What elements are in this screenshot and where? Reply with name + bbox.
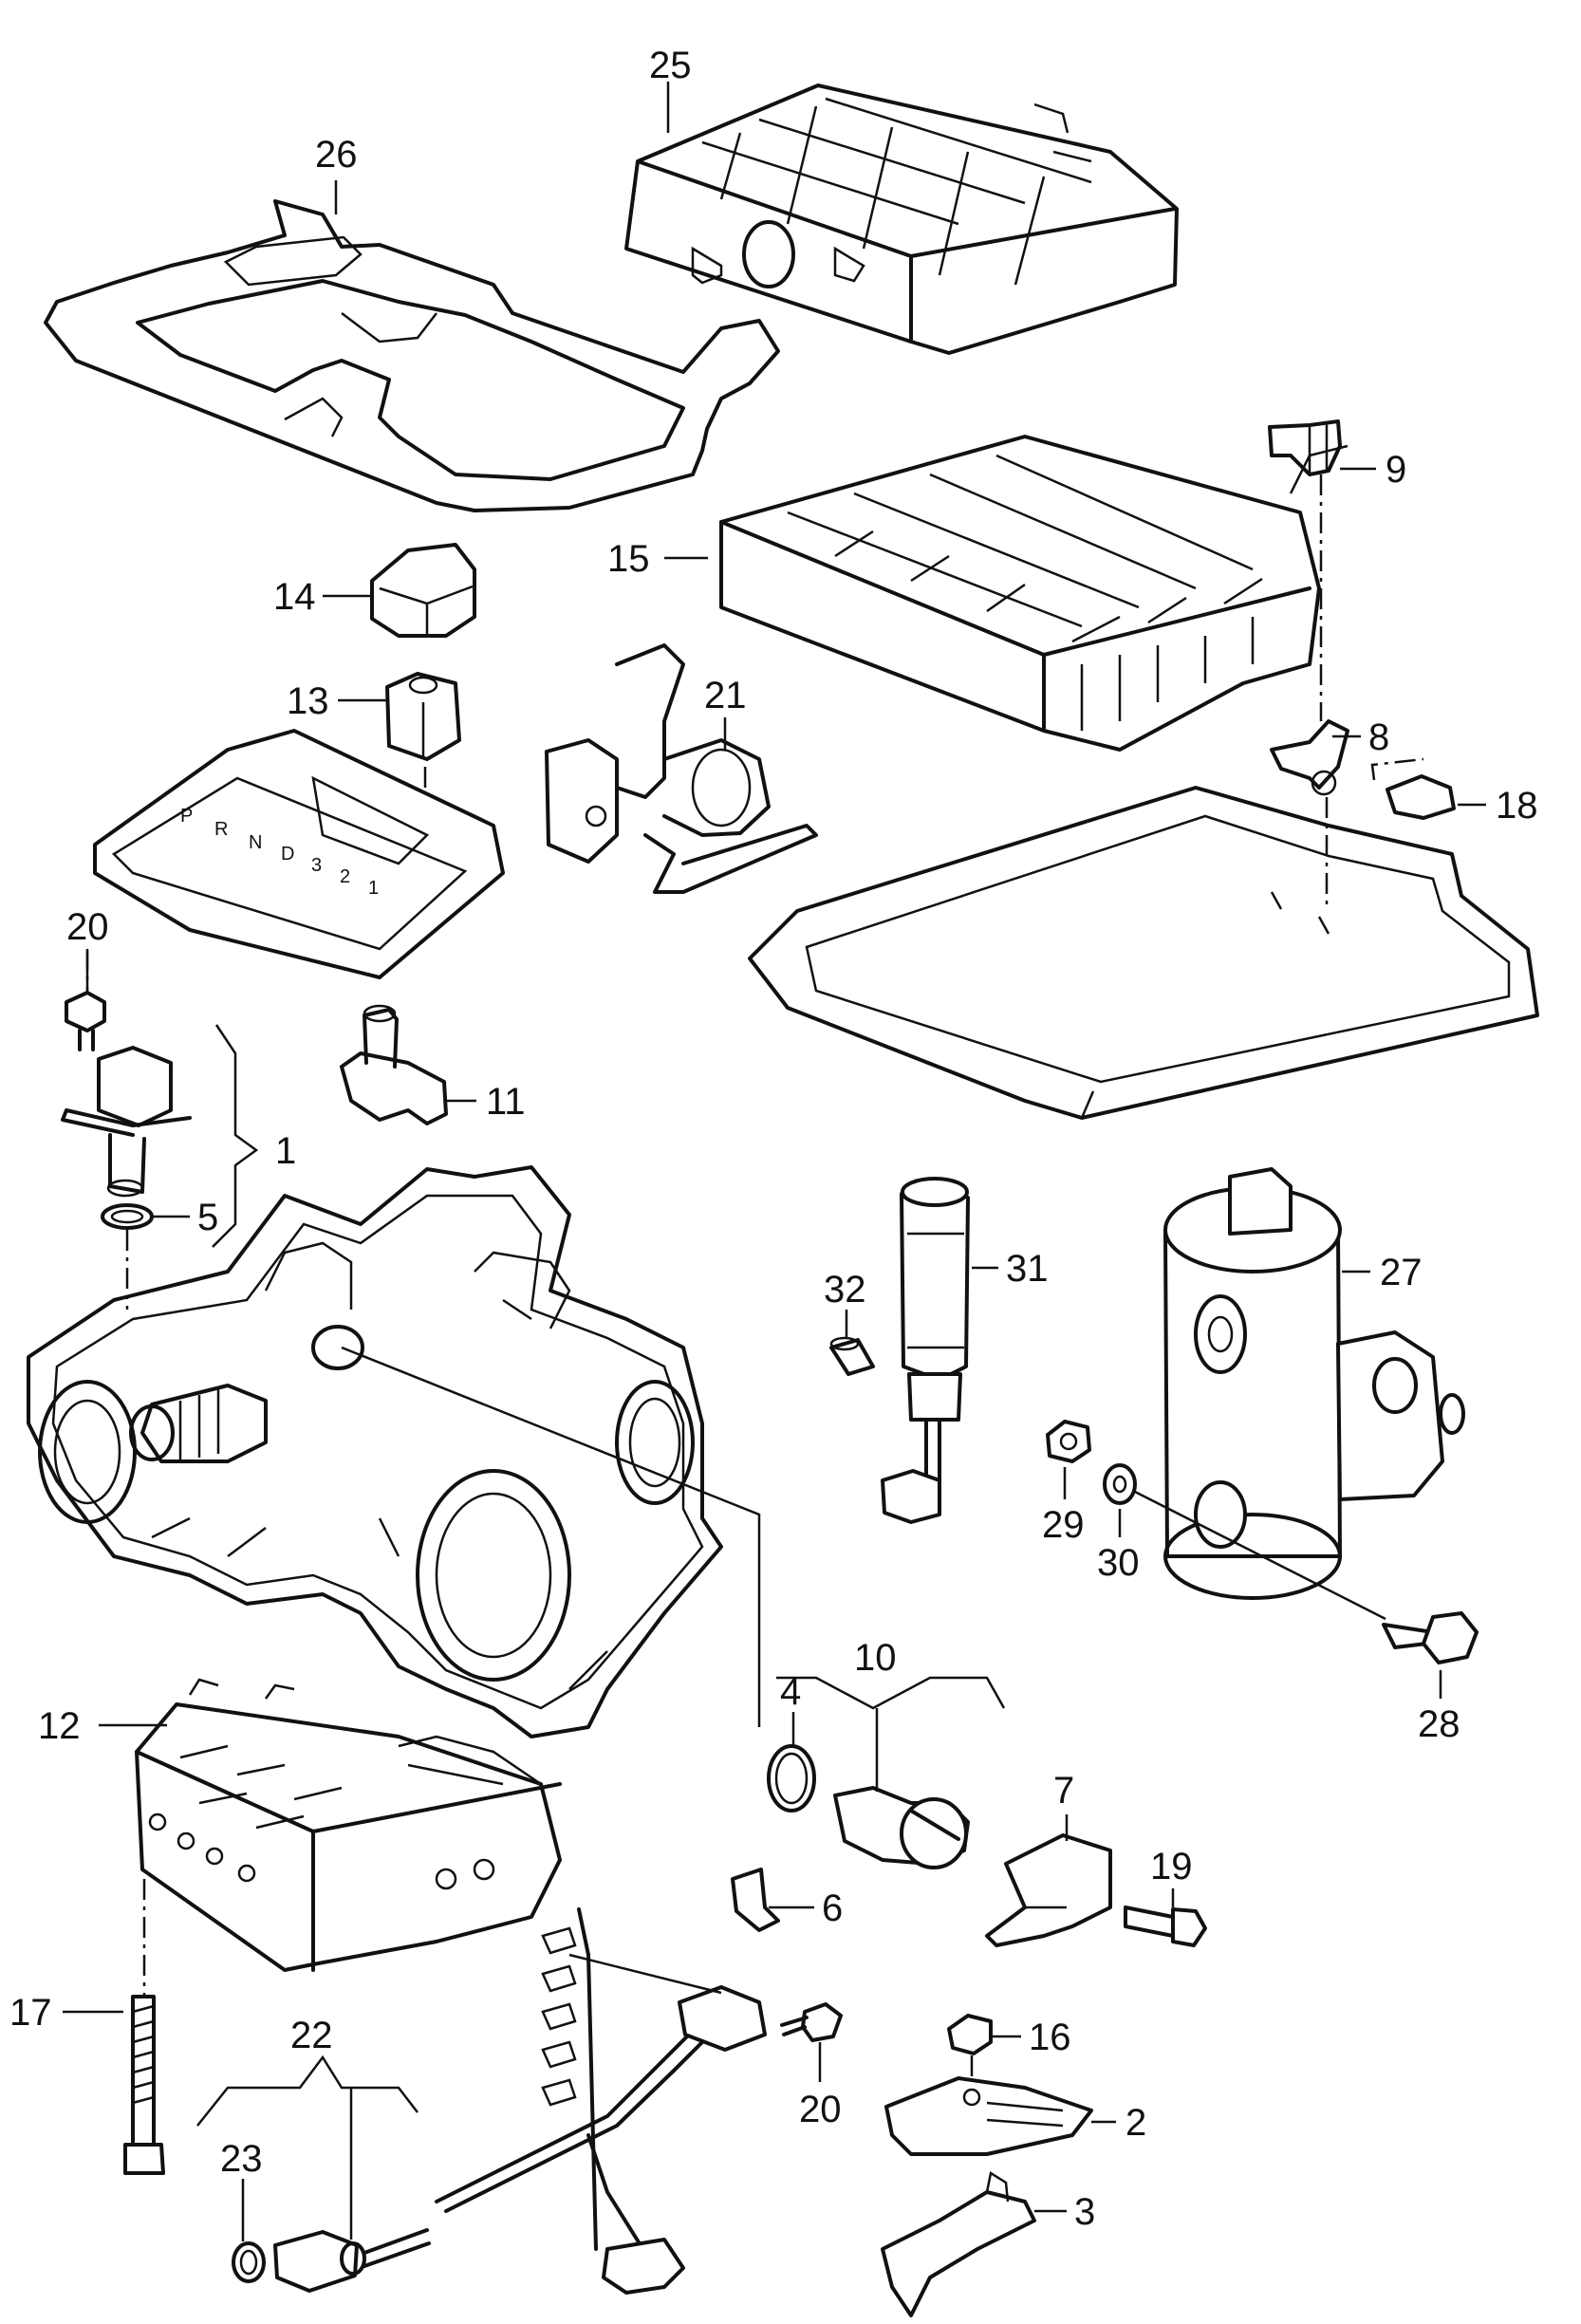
gate-letter-p: P — [180, 806, 193, 827]
gate-letter-3: 3 — [311, 855, 322, 876]
part-22-sensor — [273, 2228, 431, 2293]
part-20-bolt-top — [65, 991, 106, 1051]
callout-4: 4 — [780, 1671, 801, 1713]
callout-28: 28 — [1418, 1703, 1460, 1745]
part-16-nut — [947, 2014, 993, 2055]
callout-31: 31 — [1006, 1248, 1049, 1290]
part-23-o-ring — [232, 2241, 266, 2283]
callout-9: 9 — [1386, 449, 1406, 491]
part-29-nut — [1046, 1420, 1091, 1463]
assembly-line-housing-10 — [341, 1346, 761, 1727]
part-17-bolt — [123, 1995, 165, 2175]
callout-3: 3 — [1074, 2191, 1095, 2233]
assembly-line-30-28 — [1134, 1490, 1386, 1621]
part-1-sensor — [61, 1046, 192, 1198]
leader-lines — [63, 82, 1486, 2241]
callout-22: 22 — [290, 2015, 333, 2056]
part-8-clamp — [1270, 719, 1349, 796]
selector-gate-plate: P R N D 3 2 1 — [93, 729, 505, 979]
part-15-control-module — [719, 435, 1348, 752]
callout-18: 18 — [1496, 785, 1538, 827]
callout-6: 6 — [822, 1887, 843, 1929]
part-26-mounting-plate — [44, 199, 780, 512]
gate-letter-r: R — [214, 819, 228, 840]
part-13-selector-knob — [385, 672, 461, 761]
part-4-o-ring — [767, 1744, 816, 1813]
gate-letter-d: D — [281, 844, 294, 865]
callout-10: 10 — [854, 1637, 897, 1679]
part-10-speed-sensor — [833, 1786, 970, 1869]
part-30-washer — [1103, 1463, 1137, 1505]
callout-25: 25 — [649, 45, 692, 86]
callout-1: 1 — [275, 1130, 296, 1172]
part-14-knob — [370, 543, 476, 638]
gate-letter-2: 2 — [340, 866, 350, 887]
callout-21: 21 — [704, 675, 747, 716]
callout-32: 32 — [824, 1269, 866, 1311]
part-5-seal-ring — [101, 1203, 154, 1230]
callout-5: 5 — [197, 1197, 218, 1238]
callout-13: 13 — [287, 680, 329, 722]
transmission-housing — [27, 1165, 723, 1738]
callout-2: 2 — [1125, 2102, 1146, 2144]
part-27-pump — [1163, 1167, 1465, 1600]
gate-letter-1: 1 — [368, 878, 379, 899]
callouts: 25 26 9 15 14 21 13 8 18 20 11 1 5 31 32… — [9, 45, 1538, 2233]
part-21-valve-bracket — [545, 643, 818, 894]
part-19-bolt — [1124, 1906, 1207, 1947]
part-25-control-module — [624, 84, 1179, 355]
callout-29: 29 — [1042, 1504, 1085, 1546]
callout-26: 26 — [315, 134, 358, 176]
callout-8: 8 — [1368, 716, 1389, 758]
part-2-bracket — [884, 2076, 1093, 2156]
part-12-valve-body — [135, 1678, 562, 1972]
callout-27: 27 — [1380, 1252, 1423, 1293]
callout-7: 7 — [1053, 1770, 1074, 1812]
callout-16: 16 — [1029, 2017, 1071, 2058]
part-28-bolt — [1382, 1611, 1479, 1664]
part-31-solenoid — [881, 1177, 970, 1524]
callout-12: 12 — [38, 1705, 81, 1747]
module-tray — [748, 786, 1539, 1120]
part-11-connector — [340, 1004, 448, 1125]
callout-20-top: 20 — [66, 906, 109, 948]
callout-23: 23 — [220, 2138, 263, 2180]
part-3-fork-bracket — [881, 2170, 1036, 2317]
wiring-harness — [435, 1907, 767, 2295]
callout-19: 19 — [1150, 1846, 1193, 1887]
part-6-clip — [731, 1868, 780, 1932]
gate-letter-n: N — [249, 832, 262, 853]
part-32-pin — [829, 1336, 875, 1376]
part-9-bracket — [1268, 419, 1342, 476]
callout-11: 11 — [486, 1081, 526, 1123]
callout-15: 15 — [607, 538, 650, 580]
callout-30: 30 — [1097, 1542, 1140, 1584]
part-7-bracket — [985, 1833, 1112, 1947]
callout-17: 17 — [9, 1992, 52, 2034]
part-20-screw-bottom — [780, 2002, 843, 2042]
callout-20-bottom: 20 — [799, 2089, 842, 2130]
gate-letters: P R N D 3 2 1 — [180, 806, 379, 899]
part-18-clip — [1370, 757, 1456, 820]
callout-14: 14 — [273, 576, 316, 618]
